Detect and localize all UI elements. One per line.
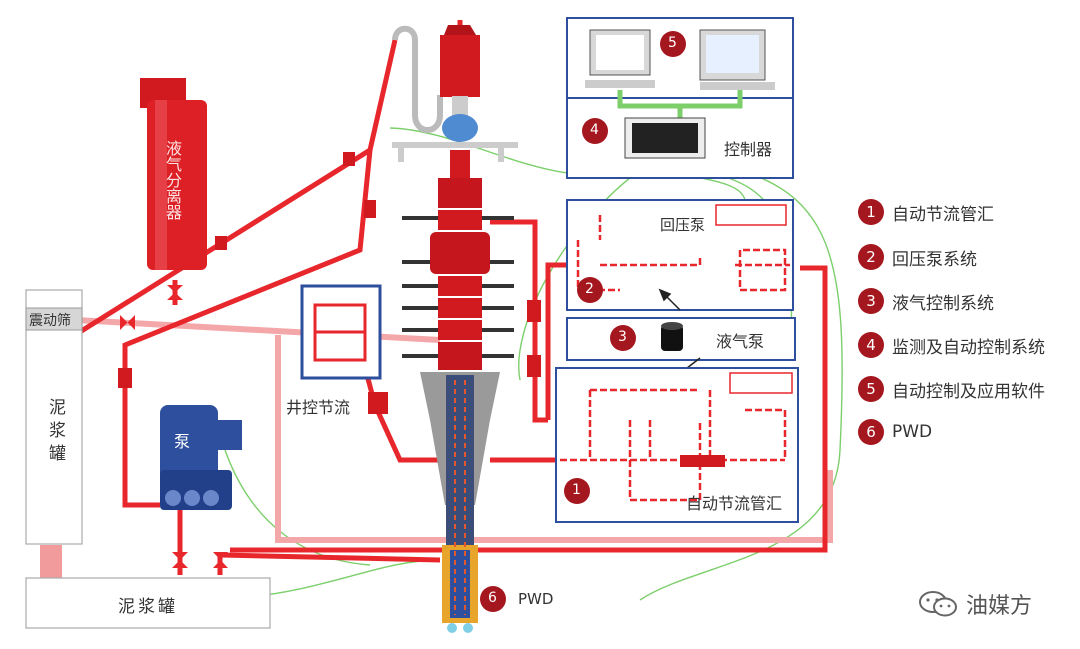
liquid-gas-pump-label: 液气泵 xyxy=(716,332,765,351)
liquid-gas-pump-box xyxy=(566,317,796,361)
badge-1: 1 xyxy=(572,482,581,498)
legend-item: 3 液气控制系统 xyxy=(858,287,994,315)
legend-item: 6 PWD xyxy=(858,418,932,446)
backpressure-pump-label: 回压泵 xyxy=(660,216,706,234)
legend-text: 液气控制系统 xyxy=(892,293,994,314)
legend-text: 监测及自动控制系统 xyxy=(892,337,1045,358)
legend-item: 5 自动控制及应用软件 xyxy=(858,375,1045,403)
watermark: 油媒方 xyxy=(918,588,1032,620)
legend-item: 2 回压泵系统 xyxy=(858,243,977,271)
mud-tank-bottom xyxy=(25,577,271,629)
pump-label: 泵 xyxy=(174,432,191,451)
watermark-text: 油媒方 xyxy=(966,594,1033,619)
legend-text: 回压泵系统 xyxy=(892,249,977,270)
legend-number: 5 xyxy=(858,376,884,402)
well-choke-label: 井控节流 xyxy=(286,398,351,417)
wellhead-stack xyxy=(392,25,518,633)
legend-item: 1 自动节流管汇 xyxy=(858,198,994,226)
legend-text: PWD xyxy=(892,422,933,442)
badges xyxy=(480,31,686,612)
shaker-label: 震动筛 xyxy=(29,313,71,329)
computer-right-icon xyxy=(699,29,775,90)
legend-number: 3 xyxy=(858,288,884,314)
legend-number: 1 xyxy=(858,199,884,225)
pipe-blocks xyxy=(118,152,541,414)
mud-tank-vertical xyxy=(25,289,83,545)
choke-manifold-box xyxy=(555,367,799,523)
legend-text: 自动节流管汇 xyxy=(892,204,994,225)
badge-4: 4 xyxy=(590,122,599,138)
legend-item: 4 监测及自动控制系统 xyxy=(858,331,1045,359)
separator-label: 液气分离器 xyxy=(163,140,182,220)
gas-liquid-separator xyxy=(140,78,207,270)
shaker-screen xyxy=(25,307,83,331)
legend-text: 自动控制及应用软件 xyxy=(892,381,1045,402)
controller-label: 控制器 xyxy=(724,140,773,159)
mud-pump xyxy=(160,405,242,510)
badge-3: 3 xyxy=(618,329,627,345)
badge-2: 2 xyxy=(585,281,594,297)
legend-number: 2 xyxy=(858,244,884,270)
tank-connector xyxy=(40,545,62,580)
controller-icon xyxy=(624,117,706,159)
backpressure-pump-box xyxy=(566,199,794,311)
legend-number: 6 xyxy=(858,419,884,445)
badge-6: 6 xyxy=(488,590,497,606)
computer-left-icon xyxy=(585,29,655,88)
legend-number: 4 xyxy=(858,332,884,358)
mud-tank-vertical-label: 泥浆罐 xyxy=(45,398,65,467)
valves xyxy=(120,285,228,568)
monitoring-box xyxy=(566,17,794,179)
badge-5: 5 xyxy=(668,35,677,51)
choke-manifold-label: 自动节流管汇 xyxy=(686,494,783,513)
tank-icon xyxy=(661,325,683,351)
pwd-label: PWD xyxy=(518,590,554,608)
mud-tank-bottom-label: 泥浆罐 xyxy=(118,597,178,617)
wechat-icon xyxy=(919,591,957,617)
well-choke-box xyxy=(300,284,382,380)
